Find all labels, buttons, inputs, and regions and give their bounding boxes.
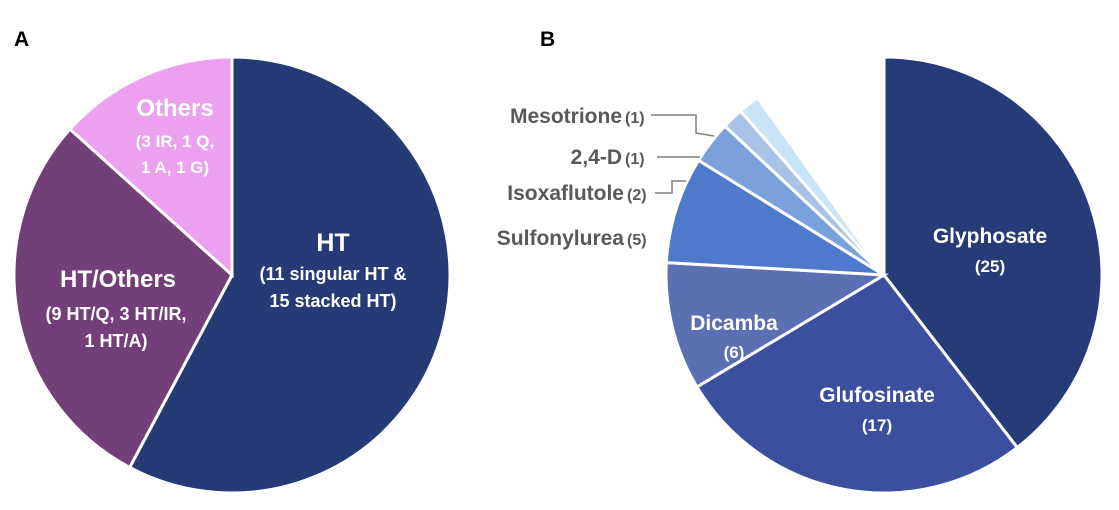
panel-label-a: A [14, 28, 29, 51]
slice-count-dicamba: (6) [724, 343, 745, 362]
leader-line-mesotrione [651, 114, 715, 137]
leader-lines [651, 114, 715, 194]
slice-dicamba [664, 260, 889, 389]
slice-count-glufosinate: (17) [862, 416, 892, 435]
slice-label-others: Others [136, 95, 213, 122]
slice-glyphosate [882, 55, 1104, 450]
ext-count-sulfonylurea: (5) [627, 232, 647, 249]
panel-label-b: B [540, 28, 555, 51]
slice-others [67, 55, 234, 279]
pie-a-labels: HT (11 singular HT & 15 stacked HT) HT/O… [45, 95, 406, 351]
pie-b-inside-labels: Glyphosate (25) Glufosinate (17) Dicamba… [690, 225, 1047, 435]
slice-detail-ht-2: 15 stacked HT) [269, 291, 396, 311]
slice-label-glyphosate: Glyphosate [933, 225, 1047, 248]
slice-mesotrione [738, 95, 886, 276]
slice-detail-ht-others-2: 1 HT/A) [85, 331, 148, 351]
ext-count-24d: (1) [625, 151, 645, 168]
slice-ht [127, 55, 452, 495]
slice-label-glufosinate: Glufosinate [819, 384, 935, 407]
slice-count-glyphosate: (25) [975, 257, 1005, 276]
slice-label-ht-others: HT/Others [60, 266, 176, 293]
slice-label-dicamba: Dicamba [690, 312, 778, 335]
ext-count-isoxaflutole: (2) [627, 187, 647, 204]
slice-detail-others-2: 1 A, 1 G) [141, 158, 209, 177]
slice-sulfonylurea [664, 158, 885, 277]
ext-label-24d: 2,4-D [571, 146, 622, 169]
pie-b-outside-labels: Mesotrione (1) 2,4-D (1) Isoxaflutole (2… [497, 105, 647, 250]
pie-chart-b [664, 55, 1104, 495]
slice-detail-ht-others-1: (9 HT/Q, 3 HT/IR, [45, 304, 186, 324]
slice-label-ht: HT [316, 229, 349, 257]
slice-detail-ht-1: (11 singular HT & [259, 264, 406, 284]
ext-label-isoxaflutole: Isoxaflutole [507, 182, 624, 205]
slice-detail-others-1: (3 IR, 1 Q, [136, 132, 214, 151]
ext-count-mesotrione: (1) [625, 110, 645, 127]
leader-line-isoxaflutole [655, 180, 686, 194]
pie-chart-a [12, 55, 452, 495]
slice-ht-others [12, 127, 234, 470]
slice-glufosinate [694, 273, 1020, 495]
ext-label-sulfonylurea: Sulfonylurea [497, 227, 625, 250]
ext-label-mesotrione: Mesotrione [510, 105, 622, 128]
